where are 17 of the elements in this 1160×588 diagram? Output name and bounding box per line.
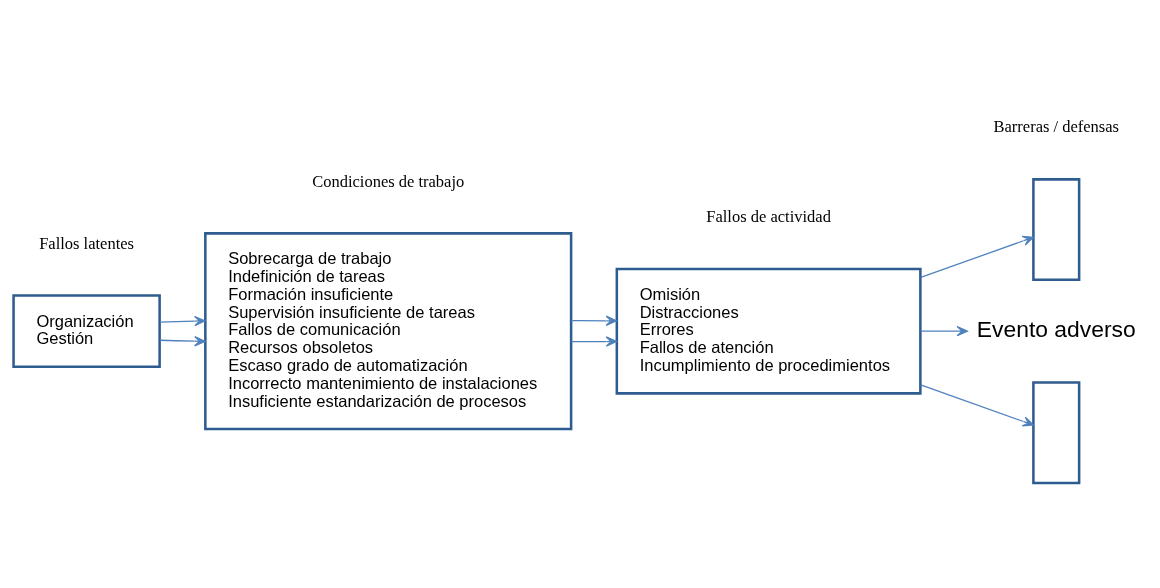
label: Fallos de actividad [706, 207, 831, 227]
node-box: Organización Gestión [12, 294, 161, 368]
node-box: Omisión Distracciones Errores Fallos de atención Incumplimiento de procedimientos [615, 267, 922, 395]
arrow [920, 325, 968, 337]
node-box [1032, 178, 1081, 281]
node-box [1032, 381, 1081, 485]
arrow [159, 336, 206, 347]
arrow [570, 336, 618, 347]
arrow [570, 315, 618, 326]
label: Fallos latentes [39, 234, 135, 254]
arrow [920, 384, 1034, 427]
label: Condiciones de trabajo [312, 171, 465, 191]
node-box: Sobrecarga de trabajo Indefinición de tareas Formación insuficiente Supervisión insuficiente de tareas Fallos de comunicación Recursos obsoletos Escaso grado de automatización Incorrecto mantenimiento de instalaciones Insuficiente estandarización de procesos [204, 232, 573, 431]
node-text: Evento adverso [976, 315, 1136, 342]
arrow [159, 315, 206, 327]
label: Barreras / defensas [993, 117, 1120, 137]
arrow [920, 235, 1034, 278]
